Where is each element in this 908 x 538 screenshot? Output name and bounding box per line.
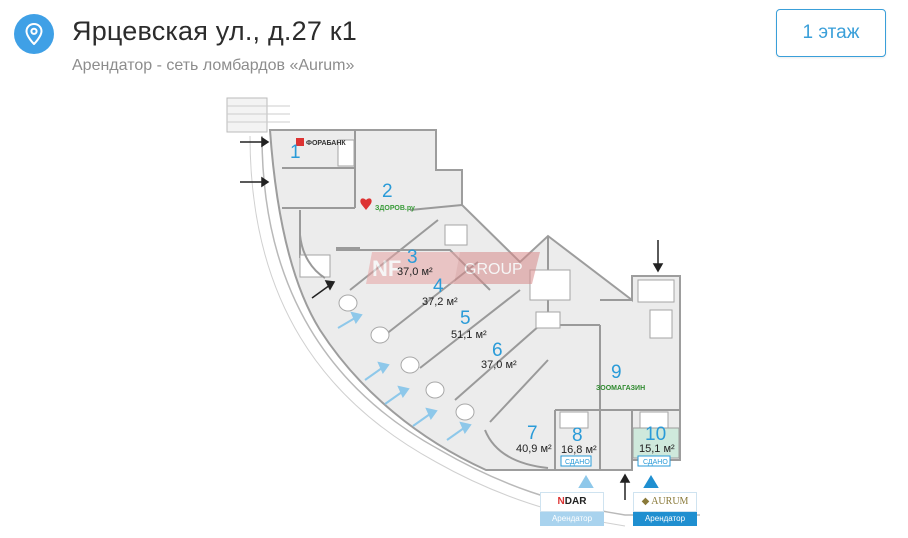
room-10-number[interactable]: 10 [645, 424, 666, 445]
room-10-badge: СДАНО [643, 459, 668, 466]
room-3-number[interactable]: 3 [407, 247, 418, 268]
arrow-right-icon [261, 176, 270, 188]
svg-text:ФОРАБАНК: ФОРАБАНК [306, 140, 346, 147]
arrow-right-icon [261, 136, 270, 148]
room-1-number[interactable]: 1 [290, 142, 301, 163]
tenant-card-aurum[interactable]: ◆ AURUM Арендатор [633, 492, 697, 526]
room-5-number[interactable]: 5 [460, 308, 471, 329]
sanitary-units [299, 139, 675, 429]
svg-text:ЗДОРОВ.ру: ЗДОРОВ.ру [375, 205, 415, 212]
dar-logo: NDAR [540, 492, 604, 512]
arrow-up-icon [619, 473, 631, 483]
room-2-number[interactable]: 2 [382, 181, 393, 202]
watermark: NF GROUP [366, 252, 540, 284]
tenant-card-aurum-label: Арендатор [633, 512, 697, 526]
arrow-up-right-icon [324, 280, 336, 291]
zoomagazin-label: ЗООМАГАЗИН [596, 385, 645, 392]
watermark-text: GROUP [464, 261, 523, 278]
column-elements [338, 294, 475, 421]
floor-selector-button[interactable]: 1 этаж [776, 9, 886, 57]
room-4-number[interactable]: 4 [433, 276, 444, 297]
forabank-logo: ФОРАБАНК [296, 138, 346, 147]
room-9-number[interactable]: 9 [611, 362, 622, 383]
entrance-arrows [240, 136, 664, 500]
rented-badges: СДАНО СДАНО [560, 455, 671, 467]
room-8-badge: СДАНО [565, 459, 590, 466]
page-title: Ярцевская ул., д.27 к1 [72, 16, 357, 46]
balcony [226, 97, 268, 133]
room-7-area: 40,9 м² [516, 443, 552, 455]
watermark-logo: NF [372, 256, 401, 281]
location-pin-icon [14, 14, 54, 54]
room-6-number[interactable]: 6 [492, 340, 503, 361]
header: Ярцевская ул., д.27 к1 Арендатор - сеть … [0, 0, 908, 90]
facade-outline [261, 135, 700, 516]
aurum-logo: ◆ AURUM [633, 492, 697, 512]
room-7-number[interactable]: 7 [527, 423, 538, 444]
room-4-area: 37,2 м² [422, 296, 458, 308]
tenant-card-dar[interactable]: NDAR Арендатор [540, 492, 604, 526]
room-labels[interactable]: 1 2 3 37,0 м² 4 37,2 м² 5 51,1 м² 6 37,0… [290, 142, 675, 456]
room-8-number[interactable]: 8 [572, 425, 583, 446]
facade-inner-outline [249, 135, 626, 527]
interior-walls [282, 130, 680, 470]
room-5-area: 51,1 м² [451, 329, 487, 341]
page-subtitle: Арендатор - сеть ломбардов «Aurum» [72, 57, 355, 74]
tenant-card-dar-label: Арендатор [540, 512, 604, 526]
building-outline [268, 129, 681, 471]
arrow-down-icon [652, 263, 664, 273]
